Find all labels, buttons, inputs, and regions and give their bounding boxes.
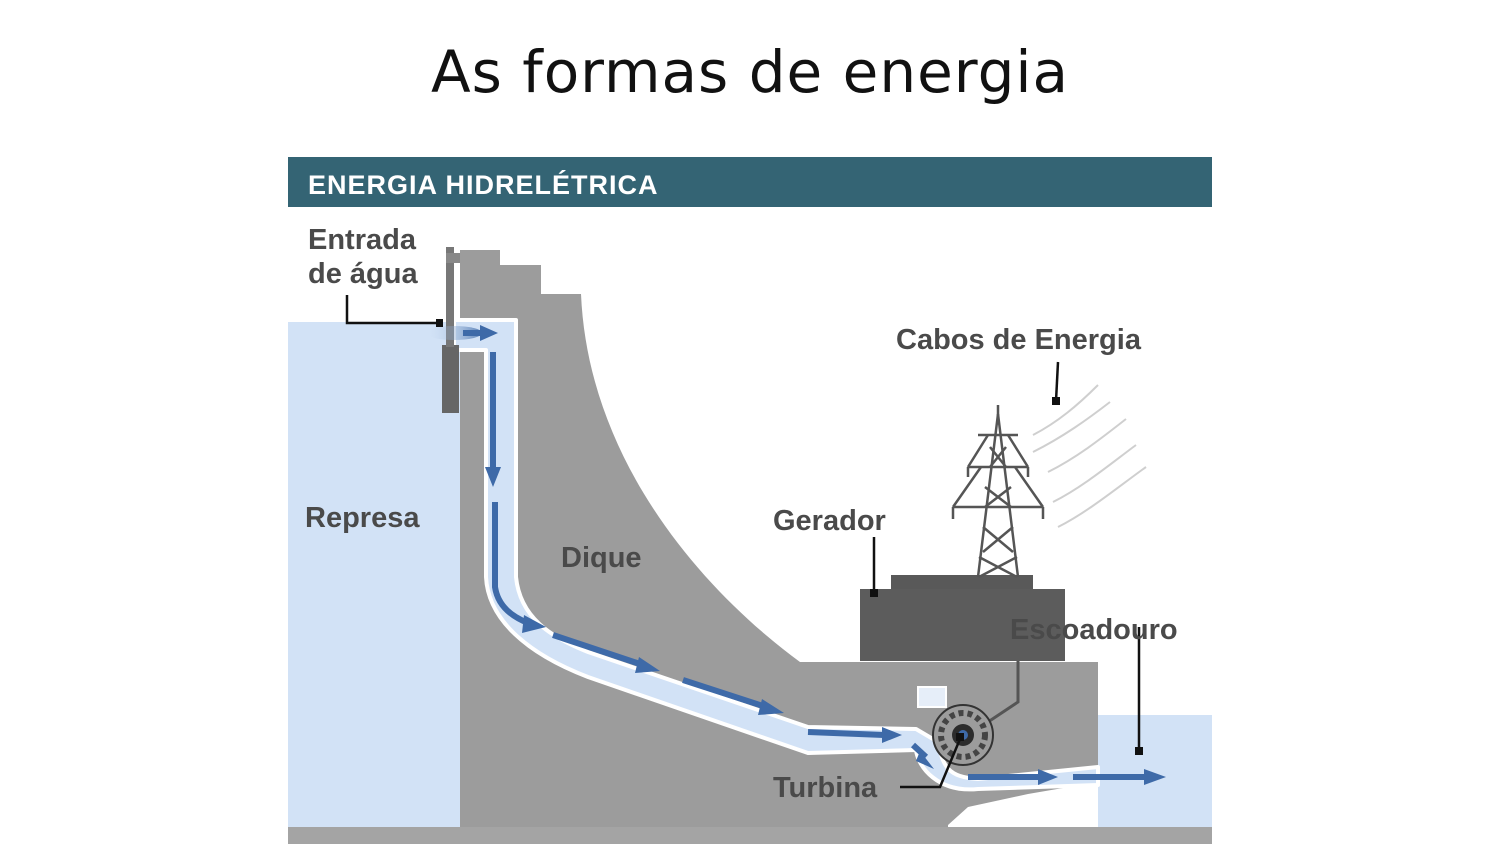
intake-label-line1: Entrada <box>308 224 417 256</box>
header-bar <box>288 157 1212 207</box>
outlet-structure <box>917 686 947 708</box>
intake-top <box>446 253 460 263</box>
power-cables <box>1032 384 1147 528</box>
reservoir-label: Represa <box>305 502 420 534</box>
slide-title: As formas de energia <box>430 38 1070 106</box>
intake-shaft <box>446 247 454 347</box>
dam-label: Dique <box>561 542 642 574</box>
generator-building <box>860 589 1065 661</box>
power-pylon-icon <box>951 405 1045 579</box>
leader-lines <box>345 295 1141 789</box>
turbine-label: Turbina <box>773 772 878 804</box>
intake-glow <box>426 326 482 340</box>
intake-label-line2: de água <box>308 258 418 290</box>
generator-shaft <box>987 661 1020 724</box>
intake-gate <box>442 345 459 413</box>
hydroelectric-diagram: ENERGIA HIDRELÉTRICA <box>288 157 1212 844</box>
flow-arrows <box>463 325 1166 785</box>
outflow-label: Escoadouro <box>1010 614 1178 646</box>
reservoir-water <box>288 322 460 844</box>
generator-label: Gerador <box>773 505 886 537</box>
power-lines-label: Cabos de Energia <box>896 324 1142 356</box>
leader-dots <box>436 319 1143 755</box>
ground-strip <box>288 827 1212 844</box>
header-title: ENERGIA HIDRELÉTRICA <box>308 169 659 200</box>
